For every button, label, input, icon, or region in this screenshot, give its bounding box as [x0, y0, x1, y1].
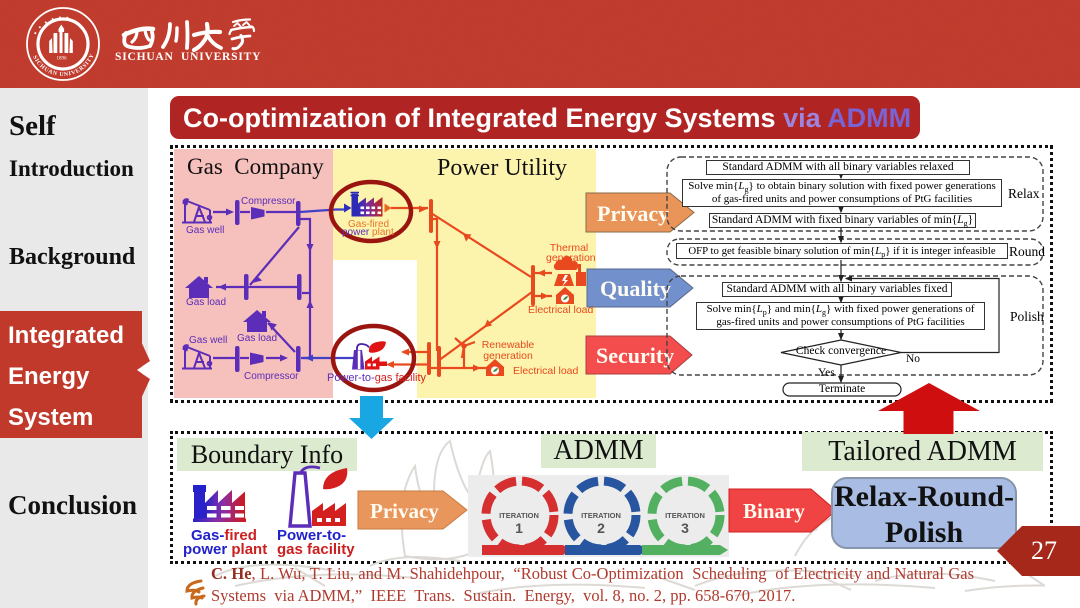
svg-text:2: 2: [597, 520, 605, 536]
svg-text:1: 1: [515, 520, 523, 536]
svg-text:ITERATION: ITERATION: [581, 511, 621, 520]
svg-text:3: 3: [681, 520, 689, 536]
svg-text:1896: 1896: [57, 57, 68, 62]
svg-text:ITERATION: ITERATION: [665, 511, 705, 520]
svg-text:ITERATION: ITERATION: [499, 511, 539, 520]
